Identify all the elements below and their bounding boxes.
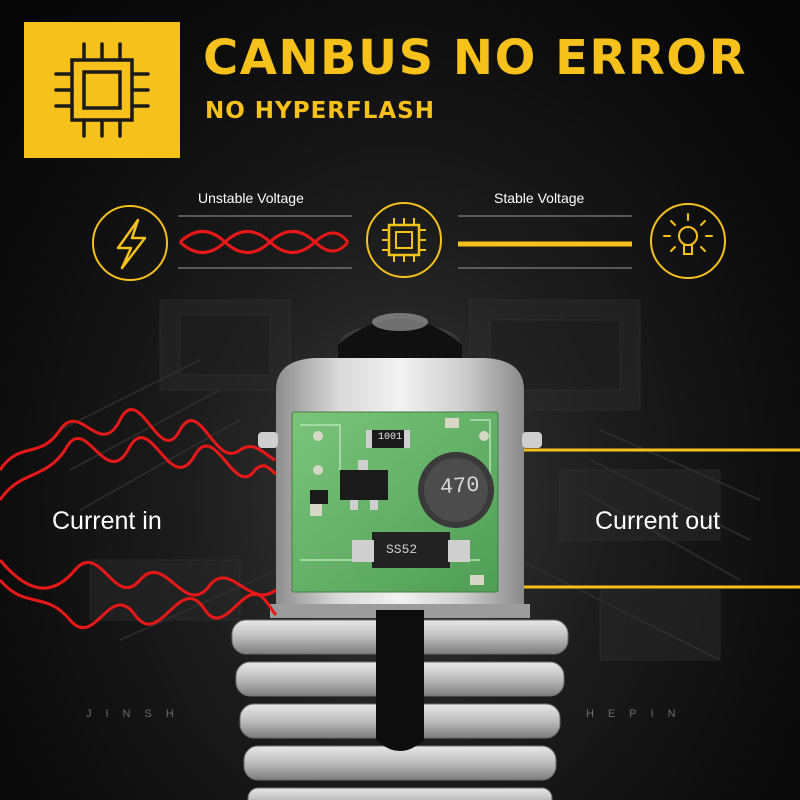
stable-voltage-label: Stable Voltage (494, 190, 585, 206)
headline: CANBUS NO ERROR (203, 30, 748, 86)
chip-badge (24, 22, 180, 158)
watermark-left: JINSH (86, 708, 188, 720)
current-out-label: Current out (595, 507, 721, 535)
current-in-label: Current in (52, 507, 162, 535)
inductor-code: 470 (439, 472, 481, 501)
watermark-right: HEPIN (586, 708, 690, 720)
diode-code: SS52 (386, 542, 418, 557)
processor-icon (54, 42, 150, 138)
unstable-voltage-label: Unstable Voltage (198, 190, 304, 206)
subhead: NO HYPERFLASH (205, 98, 435, 124)
resistor-code: 1001 (378, 432, 403, 443)
